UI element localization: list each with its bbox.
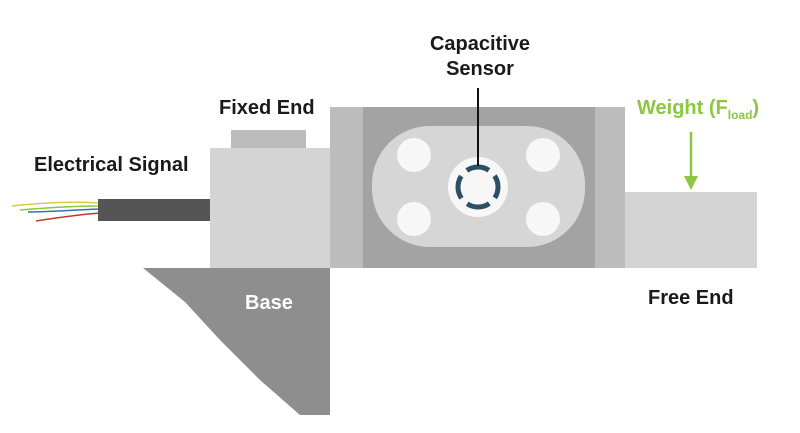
capacitive-sensor-label-line2: Sensor — [446, 58, 514, 80]
bolt-hole — [397, 202, 431, 236]
electrical-signal-label: Electrical Signal — [34, 154, 189, 176]
base-label: Base — [245, 292, 293, 314]
free-end-block — [622, 192, 757, 268]
fixed-end-label: Fixed End — [219, 97, 315, 119]
capacitive-sensor-label: Capacitive Sensor — [418, 32, 542, 82]
weight-label: Weight (Fload) — [637, 97, 759, 122]
weight-label-suffix: ) — [752, 97, 760, 119]
capacitive-sensor-segments — [455, 164, 501, 210]
capacitive-sensor-ring — [448, 157, 508, 217]
weight-label-subscript: load — [727, 108, 753, 122]
weight-label-prefix: Weight (F — [637, 97, 728, 119]
weight-arrow — [684, 132, 698, 190]
fixed-end-top-cap — [231, 130, 306, 150]
base-block — [143, 268, 330, 415]
signal-wires — [11, 201, 101, 222]
fixed-end-block — [210, 148, 333, 268]
signal-cable — [98, 199, 212, 221]
bolt-hole — [526, 202, 560, 236]
capacitive-sensor-label-line1: Capacitive — [429, 33, 531, 55]
free-end-label: Free End — [648, 287, 734, 309]
bolt-hole — [397, 138, 431, 172]
bolt-hole — [526, 138, 560, 172]
